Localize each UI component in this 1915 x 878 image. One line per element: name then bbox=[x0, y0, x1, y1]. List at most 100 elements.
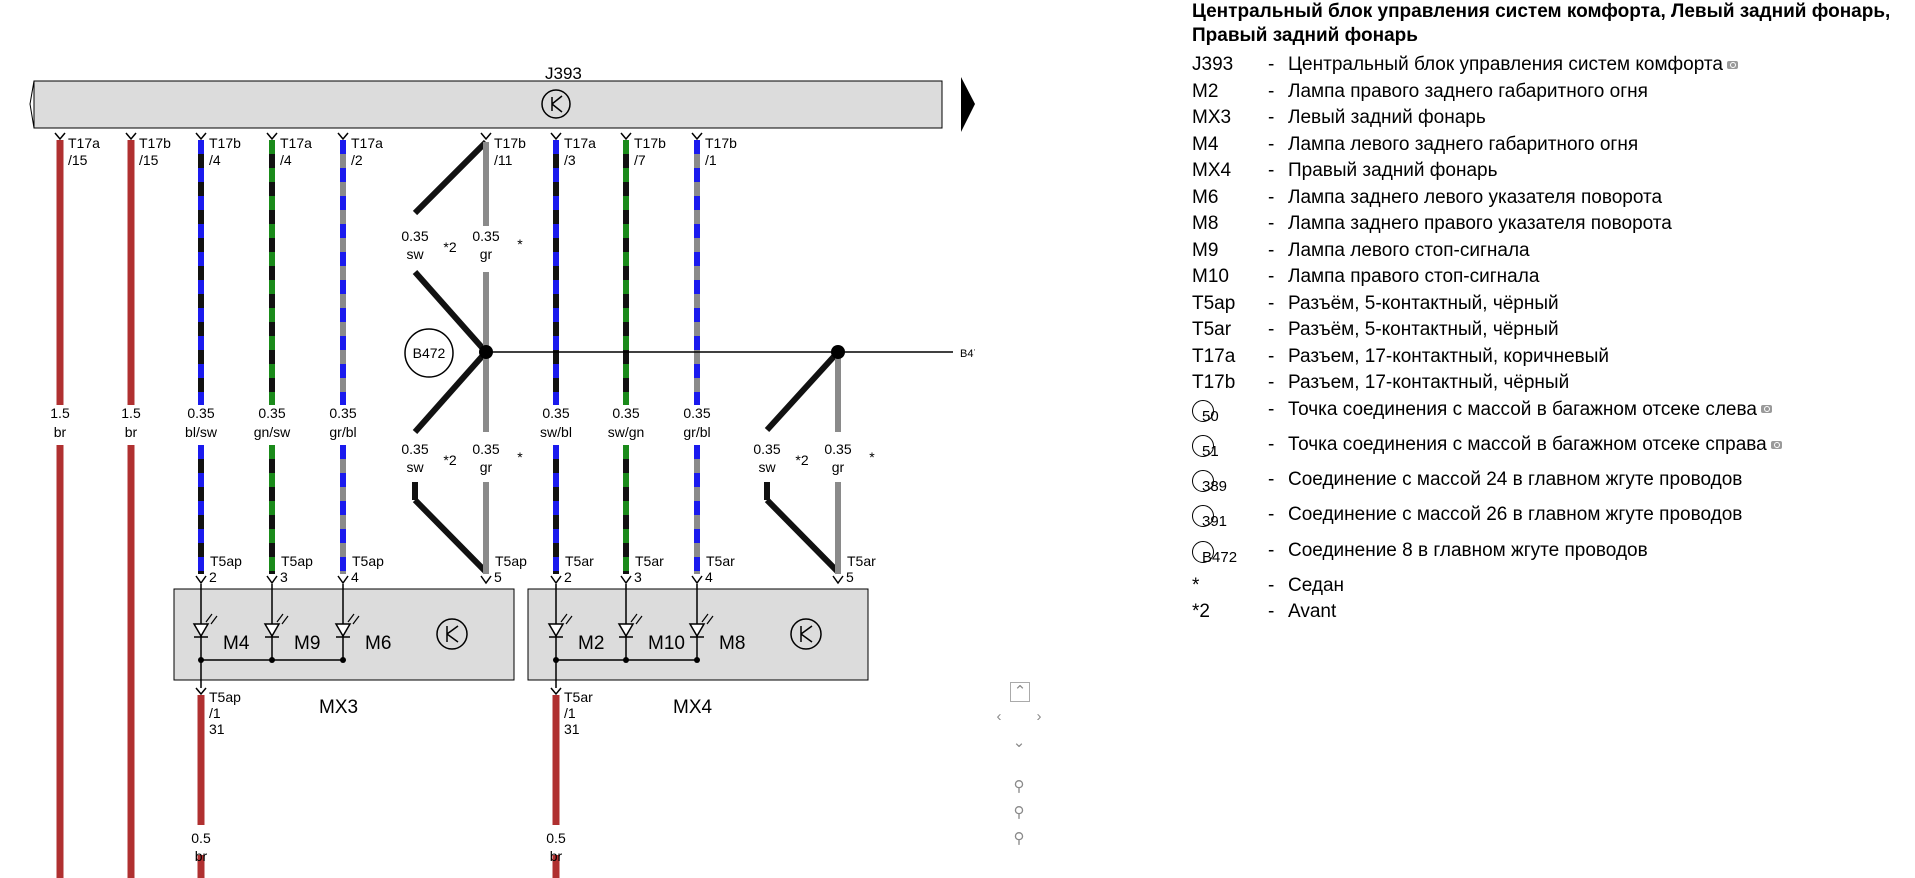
wire-black-split bbox=[412, 139, 489, 216]
pin-marker bbox=[691, 575, 703, 585]
legend-code: T5ap bbox=[1192, 292, 1236, 314]
wire-color: gr/bl bbox=[329, 424, 356, 440]
legend-description-text: Лампа заднего правого указателя поворота bbox=[1288, 213, 1672, 234]
led-icon bbox=[547, 623, 565, 638]
transistor-icon bbox=[436, 618, 468, 650]
legend-dash: - bbox=[1268, 266, 1275, 287]
led-icon bbox=[688, 623, 706, 638]
wire-size: 0.35 bbox=[472, 228, 499, 244]
wire-size: 0.35 bbox=[824, 441, 851, 457]
transistor-icon bbox=[790, 618, 822, 650]
ground-point-number: B472 bbox=[1202, 548, 1238, 566]
pin-marker bbox=[195, 575, 207, 585]
lamp-unit-name: MX3 bbox=[319, 697, 358, 718]
legend-description-text: Лампа левого заднего габаритного огня bbox=[1288, 133, 1639, 155]
legend-description: Соединение с массой 26 в главном жгуте п… bbox=[1288, 502, 1742, 528]
legend-description: Точка соединения с массой в багажном отс… bbox=[1288, 432, 1782, 458]
arrow-left-icon[interactable]: ‹ bbox=[996, 708, 1002, 725]
legend-description: Центральный блок управления систем комфо… bbox=[1288, 52, 1738, 78]
legend-description-text: Соединение с массой 26 в главном жгуте п… bbox=[1288, 504, 1743, 526]
wire-color: br bbox=[550, 848, 563, 864]
wire-black-to-node bbox=[412, 270, 489, 354]
legend-description: Лампа левого стоп-сигнала bbox=[1288, 238, 1530, 264]
legend-description: Лампа левого заднего габаритного огня bbox=[1288, 132, 1638, 158]
legend-description-text: Разъем, 17-контактный, чёрный bbox=[1288, 372, 1570, 393]
legend: Центральный блок управления систем комфо… bbox=[1192, 0, 1907, 626]
wiring-diagram: J393T17a/151.5brT17b/151.5brT17b/40.35bl… bbox=[29, 64, 975, 878]
led-icon bbox=[263, 623, 281, 638]
legend-code: T17b bbox=[1192, 372, 1236, 393]
zoom-icon[interactable]: ⚲ bbox=[1013, 778, 1025, 795]
legend-dash: - bbox=[1268, 186, 1275, 208]
connector-pin-number: 4 bbox=[705, 569, 713, 585]
legend-description-text: Лампа правого стоп-сигнала bbox=[1288, 266, 1540, 287]
variant-note: * bbox=[517, 449, 523, 465]
legend-description: Лампа правого заднего габаритного огня bbox=[1288, 79, 1648, 105]
connector-pin-label: T5ar bbox=[847, 553, 876, 569]
wire-color: bl/sw bbox=[185, 424, 218, 440]
variant-note: *2 bbox=[795, 452, 808, 468]
ground-point-icon bbox=[1192, 470, 1214, 493]
legend-dash: - bbox=[1268, 160, 1275, 181]
camera-icon[interactable] bbox=[1770, 440, 1782, 449]
pin-number: /11 bbox=[494, 152, 513, 168]
ground-ref-label: B472 bbox=[413, 345, 446, 361]
led-rays-icon bbox=[560, 613, 573, 625]
legend-code: J393 bbox=[1192, 54, 1234, 75]
pin-marker bbox=[691, 132, 703, 141]
connector-pin-label: T5ap bbox=[210, 553, 242, 569]
connector-pin-label: T5ar bbox=[565, 553, 594, 569]
legend-description: Разъем, 17-контактный, коричневый bbox=[1288, 344, 1609, 370]
lamp-label: M4 bbox=[223, 633, 250, 654]
camera-icon[interactable] bbox=[1726, 60, 1738, 69]
variant-note: *2 bbox=[443, 239, 456, 255]
arrow-down-icon[interactable]: ⌄ bbox=[1012, 734, 1026, 751]
wire-color: gr bbox=[480, 246, 493, 262]
connector-pin-label: T5ap bbox=[352, 553, 384, 569]
wire-size: 0.35 bbox=[753, 441, 780, 457]
wire-size: 1.5 bbox=[50, 405, 70, 421]
ground-point-icon bbox=[1192, 505, 1214, 528]
camera-icon[interactable] bbox=[1760, 405, 1772, 414]
zoom-in-icon[interactable]: ⚲ bbox=[1013, 804, 1025, 821]
legend-description: Разъём, 5-контактный, чёрный bbox=[1288, 317, 1559, 343]
led-icon bbox=[192, 623, 210, 638]
legend-dash: - bbox=[1268, 133, 1275, 155]
pin-number: /1 bbox=[705, 152, 717, 168]
wire-black-from-node bbox=[412, 350, 489, 434]
continue-arrow-icon bbox=[961, 77, 975, 132]
legend-row: T5ap-Разъём, 5-контактный, чёрный bbox=[1192, 291, 1907, 318]
arrow-right-icon[interactable]: › bbox=[1036, 708, 1042, 725]
connector-pin-label: T5ap bbox=[495, 553, 527, 569]
wire-color: sw/bl bbox=[540, 424, 572, 440]
wire-color: gr bbox=[832, 459, 845, 475]
pin-marker bbox=[550, 687, 562, 696]
ground-point-icon bbox=[1192, 434, 1214, 457]
transistor-icon bbox=[541, 89, 571, 119]
legend-row: 389-Соединение с массой 24 в главном жгу… bbox=[1192, 467, 1907, 502]
legend-code: * bbox=[1192, 574, 1200, 596]
legend-description-text: Соединение 8 в главном жгуте проводов bbox=[1288, 539, 1648, 561]
pin-label: T17a bbox=[68, 135, 100, 151]
legend-description: Лампа правого стоп-сигнала bbox=[1288, 264, 1539, 290]
wire-size: 0.35 bbox=[612, 405, 639, 421]
ground-pin-id: 31 bbox=[209, 721, 225, 737]
legend-dash: - bbox=[1268, 107, 1275, 128]
pin-marker bbox=[125, 132, 137, 141]
zoom-out-icon[interactable]: ⚲ bbox=[1013, 830, 1025, 847]
legend-description: Точка соединения с массой в багажном отс… bbox=[1288, 397, 1772, 423]
arrow-up-icon[interactable]: ⌃ bbox=[1010, 682, 1030, 702]
legend-description: Седан bbox=[1288, 573, 1344, 599]
pin-number: /15 bbox=[68, 152, 88, 168]
wire-color: sw bbox=[406, 459, 424, 475]
wire-black-to-pin bbox=[412, 497, 489, 575]
pin-label: T17b bbox=[634, 135, 666, 151]
legend-row: M2-Лампа правого заднего габаритного огн… bbox=[1192, 79, 1907, 106]
ground-point-number: 50 bbox=[1202, 407, 1219, 425]
wire-color: gr bbox=[480, 459, 493, 475]
legend-row: *-Седан bbox=[1192, 573, 1907, 600]
pin-label: T17b bbox=[139, 135, 171, 151]
led-rays-icon bbox=[205, 613, 218, 625]
lamp-label: M2 bbox=[578, 633, 604, 654]
wire-size: 0.35 bbox=[472, 441, 499, 457]
